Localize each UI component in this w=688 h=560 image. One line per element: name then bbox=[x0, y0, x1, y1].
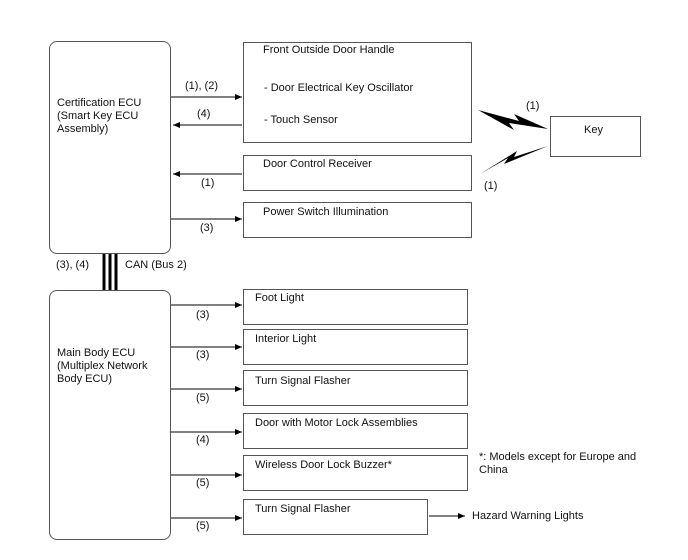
turn-signal-flasher-2-label: Turn Signal Flasher bbox=[255, 503, 351, 515]
signal-label-interior: (3) bbox=[196, 349, 210, 361]
key-label: Key bbox=[584, 124, 603, 136]
signal-label-to-handle: (1), (2) bbox=[185, 80, 218, 92]
foot-light-label: Foot Light bbox=[255, 292, 304, 304]
signal-label-door-lock: (4) bbox=[196, 434, 210, 446]
wireless-to-receiver-icon bbox=[480, 146, 548, 174]
main-body-ecu-box bbox=[49, 290, 171, 540]
key-box bbox=[550, 116, 641, 157]
power-switch-illumination-box bbox=[243, 202, 472, 238]
door-handle-oscillator: - Door Electrical Key Oscillator bbox=[264, 82, 414, 94]
door-handle-box bbox=[243, 42, 472, 143]
wireless-to-key-icon bbox=[478, 110, 548, 130]
hazard-warning-lights-label: Hazard Warning Lights bbox=[472, 510, 584, 522]
door-control-receiver-box bbox=[243, 155, 472, 191]
can-bus-signal-label: (3), (4) bbox=[56, 259, 89, 271]
turn-signal-flasher-1-box bbox=[243, 370, 468, 406]
certification-ecu-box bbox=[49, 41, 171, 254]
main-body-ecu-label: Main Body ECU (Multiplex Network Body EC… bbox=[57, 347, 148, 385]
signal-label-foot: (3) bbox=[196, 309, 210, 321]
signal-label-to-power: (3) bbox=[200, 222, 214, 234]
interior-light-label: Interior Light bbox=[255, 333, 317, 345]
signal-label-key-bottom: (1) bbox=[484, 180, 498, 192]
signal-label-key-top: (1) bbox=[526, 100, 540, 112]
interior-light-box bbox=[243, 329, 468, 365]
can-bus-label: CAN (Bus 2) bbox=[125, 259, 187, 271]
door-control-receiver-label: Door Control Receiver bbox=[263, 158, 372, 170]
door-motor-lock-box bbox=[243, 413, 468, 449]
footnote: *: Models except for Europe and China bbox=[479, 451, 637, 476]
signal-label-from-receiver: (1) bbox=[201, 177, 215, 189]
signal-label-turn1: (5) bbox=[196, 392, 210, 404]
signal-label-buzzer: (5) bbox=[196, 477, 210, 489]
door-handle-touch-sensor: - Touch Sensor bbox=[264, 114, 338, 126]
power-switch-illumination-label: Power Switch Illumination bbox=[263, 206, 389, 218]
signal-label-turn2: (5) bbox=[196, 520, 210, 532]
turn-signal-flasher-2-box bbox=[243, 499, 428, 535]
turn-signal-flasher-1-label: Turn Signal Flasher bbox=[255, 375, 351, 387]
door-handle-title: Front Outside Door Handle bbox=[263, 44, 395, 56]
certification-ecu-label: Certification ECU (Smart Key ECU Assembl… bbox=[57, 97, 142, 135]
signal-label-from-handle: (4) bbox=[197, 108, 211, 120]
wireless-buzzer-label: Wireless Door Lock Buzzer* bbox=[255, 459, 392, 471]
door-motor-lock-label: Door with Motor Lock Assemblies bbox=[255, 417, 418, 429]
wireless-buzzer-box bbox=[243, 455, 468, 491]
foot-light-box bbox=[243, 289, 468, 325]
